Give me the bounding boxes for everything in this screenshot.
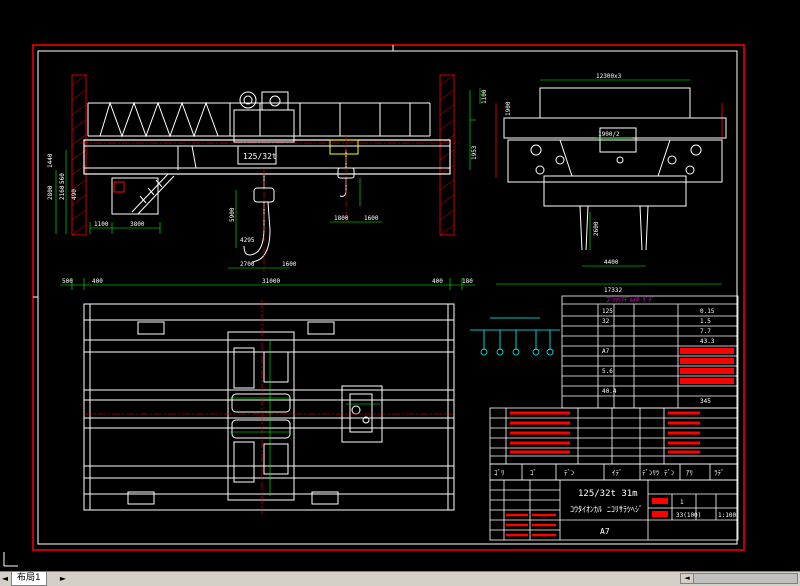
main-hook bbox=[243, 174, 275, 263]
dim-hook-depth: 2600 bbox=[593, 221, 600, 236]
dim-rail-left: 500 bbox=[62, 278, 73, 285]
dim-aux-a: 1800 bbox=[334, 215, 349, 222]
drawing-subtitle: ｺｳﾀｲｵﾝｶﾙ ﾆｺﾘｻﾗﾂﾍｼﾞ bbox=[570, 505, 643, 514]
drawing-title: 125/32t 31m bbox=[578, 489, 638, 499]
tab-nav-prev-icon[interactable]: ◄ bbox=[1, 574, 9, 583]
end-view bbox=[495, 87, 727, 251]
svg-text:ｺﾞ: ｺﾞ bbox=[530, 469, 537, 477]
dim-end-height: 1900 bbox=[505, 101, 512, 116]
ucs-icon bbox=[3, 552, 18, 567]
dim-vert-d: 2160 bbox=[59, 185, 66, 200]
svg-text:5.6: 5.6 bbox=[602, 368, 613, 375]
dim-cab-b: 3800 bbox=[130, 221, 145, 228]
svg-text:40.4: 40.4 bbox=[602, 388, 617, 395]
drawing-sheet-no: 33(100) bbox=[676, 512, 701, 519]
drawing-quantity: 1 bbox=[680, 499, 684, 506]
capacity-plate bbox=[237, 145, 277, 165]
dim-end-rail: 4400 bbox=[604, 259, 619, 266]
dim-right-offset: 400 bbox=[432, 278, 443, 285]
svg-text:7.7: 7.7 bbox=[700, 328, 711, 335]
dim-end-inner: 1900/2 bbox=[598, 131, 620, 138]
dim-vert-e: 560 bbox=[59, 173, 66, 184]
svg-text:ﾃﾞﾝ: ﾃﾞﾝ bbox=[664, 469, 675, 477]
svg-text:ｲﾃﾞ: ｲﾃﾞ bbox=[612, 469, 623, 477]
trolley-body bbox=[233, 109, 295, 143]
parts-list bbox=[489, 407, 739, 465]
dim-span: 31000 bbox=[262, 278, 280, 285]
dim-vert-a: 1440 bbox=[47, 153, 54, 168]
main-girder bbox=[83, 139, 451, 175]
dim-rail-right: 180 bbox=[462, 278, 473, 285]
dim-hook-reach-b: 1600 bbox=[282, 261, 297, 268]
dim-end-total: 17332 bbox=[604, 287, 622, 294]
dim-aux-b: 1600 bbox=[364, 215, 379, 222]
operator-cab bbox=[111, 177, 159, 215]
svg-text:ｱﾘ: ｱﾘ bbox=[686, 469, 693, 477]
svg-text:ﾃﾞﾝﾘﾂ: ﾃﾞﾝﾘﾂ bbox=[642, 469, 660, 477]
scroll-left-arrow-icon[interactable]: ◄ bbox=[681, 574, 694, 583]
parameter-table-title: ｺﾞﾘﾂﾘｱﾃﾞﾙﾒﾀ ｸﾞﾃﾞ bbox=[606, 297, 655, 304]
dim-left-offset: 400 bbox=[92, 278, 103, 285]
dim-hook-reach-a: 2700 bbox=[240, 261, 255, 268]
svg-text:43.3: 43.3 bbox=[700, 338, 715, 345]
dim-vert-b: 2800 bbox=[47, 185, 54, 200]
svg-text:A7: A7 bbox=[602, 348, 610, 355]
horizontal-scrollbar[interactable]: ◄ bbox=[680, 573, 798, 584]
svg-text:345: 345 bbox=[700, 398, 711, 405]
dim-end-width: 12300x3 bbox=[596, 73, 622, 80]
dim-side-a: 5900 bbox=[229, 207, 236, 222]
wall-hatch-left bbox=[71, 74, 87, 236]
dim-side-b: 4295 bbox=[240, 237, 255, 244]
elevation-view: 125/32t bbox=[47, 74, 488, 290]
plan-view bbox=[83, 303, 455, 511]
svg-text:32: 32 bbox=[602, 318, 610, 325]
wall-hatch-right bbox=[439, 74, 455, 236]
dim-vert-f: 490 bbox=[71, 189, 78, 200]
dim-trolley-h: 1100 bbox=[481, 89, 488, 104]
parameter-table bbox=[561, 295, 739, 409]
drawing-scale: 1:100 bbox=[718, 512, 736, 519]
sheet-size: A7 bbox=[600, 527, 610, 536]
dim-vert-c: 1953 bbox=[471, 145, 478, 160]
tab-layout1[interactable]: 布局1 bbox=[11, 572, 47, 586]
svg-text:125: 125 bbox=[602, 308, 613, 315]
drawing-canvas: 125/32t bbox=[3, 44, 745, 567]
wiring-schematic bbox=[470, 317, 560, 356]
layout-tab-bar: ◄ 布局1 ► ◄ bbox=[0, 571, 800, 586]
dim-cab-a: 1100 bbox=[94, 221, 109, 228]
trolley-drum bbox=[239, 91, 257, 109]
capacity-label: 125/32t bbox=[243, 152, 277, 161]
svg-text:ｺﾞﾘ: ｺﾞﾘ bbox=[494, 469, 505, 477]
cad-drawing-viewport[interactable]: 125/32t bbox=[0, 0, 800, 571]
svg-text:ﾗﾃﾞ: ﾗﾃﾞ bbox=[714, 469, 725, 477]
tab-nav-next-icon[interactable]: ► bbox=[59, 574, 67, 583]
title-block bbox=[489, 479, 739, 541]
svg-text:1.5: 1.5 bbox=[700, 318, 711, 325]
svg-text:0.15: 0.15 bbox=[700, 308, 715, 315]
svg-text:ﾃﾞﾝ: ﾃﾞﾝ bbox=[564, 469, 575, 477]
